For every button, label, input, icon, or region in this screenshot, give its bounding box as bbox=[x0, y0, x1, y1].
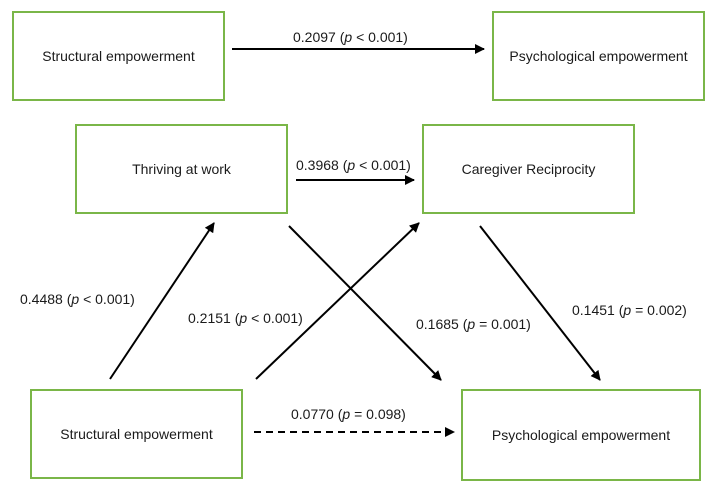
box-caregiver-reciprocity: Caregiver Reciprocity bbox=[422, 124, 635, 214]
coef-value: 0.3968 bbox=[296, 157, 339, 173]
coef-value: 0.0770 bbox=[291, 406, 334, 422]
p-value: = 0.098) bbox=[350, 406, 406, 422]
box-psychological-empowerment-bottom: Psychological empowerment bbox=[461, 389, 701, 481]
box-label: Caregiver Reciprocity bbox=[461, 161, 596, 177]
p-value: < 0.001) bbox=[355, 157, 411, 173]
label-thriving-to-reciprocity: 0.3968 (p < 0.001) bbox=[296, 157, 411, 173]
p-value: = 0.001) bbox=[475, 316, 531, 332]
p-value: = 0.002) bbox=[631, 302, 687, 318]
p-symbol: p bbox=[71, 291, 80, 307]
box-structural-empowerment-top: Structural empowerment bbox=[12, 11, 225, 101]
p-symbol: p bbox=[342, 406, 351, 422]
box-psychological-empowerment-top: Psychological empowerment bbox=[492, 11, 705, 101]
label-total-effect: 0.2097 (p < 0.001) bbox=[293, 29, 408, 45]
box-label: Structural empowerment bbox=[42, 48, 195, 64]
p-symbol: p bbox=[344, 29, 353, 45]
label-se-to-thriving: 0.4488 (p < 0.001) bbox=[20, 291, 135, 307]
box-structural-empowerment-bottom: Structural empowerment bbox=[30, 389, 243, 479]
p-value: < 0.001) bbox=[352, 29, 408, 45]
coef-value: 0.1685 bbox=[416, 316, 459, 332]
label-se-to-reciprocity: 0.2151 (p < 0.001) bbox=[188, 310, 303, 326]
box-label: Thriving at work bbox=[132, 161, 231, 177]
label-thriving-to-pe: 0.1685 (p = 0.001) bbox=[416, 316, 531, 332]
p-symbol: p bbox=[239, 310, 248, 326]
arrow-thriving-to-pe bbox=[288, 225, 442, 381]
coef-value: 0.1451 bbox=[572, 302, 615, 318]
p-symbol: p bbox=[623, 302, 632, 318]
coef-value: 0.2097 bbox=[293, 29, 336, 45]
arrow-reciprocity-to-pe bbox=[479, 225, 601, 381]
box-label: Structural empowerment bbox=[60, 426, 213, 442]
box-label: Psychological empowerment bbox=[491, 427, 671, 443]
p-value: < 0.001) bbox=[247, 310, 303, 326]
arrow-se-to-thriving bbox=[109, 222, 215, 380]
label-direct-effect: 0.0770 (p = 0.098) bbox=[291, 406, 406, 422]
arrow-se-to-reciprocity bbox=[255, 222, 420, 380]
p-symbol: p bbox=[347, 157, 356, 173]
p-symbol: p bbox=[467, 316, 476, 332]
box-thriving-at-work: Thriving at work bbox=[75, 124, 288, 214]
coef-value: 0.4488 bbox=[20, 291, 63, 307]
box-label: Psychological empowerment bbox=[509, 48, 688, 64]
p-value: < 0.001) bbox=[79, 291, 135, 307]
coef-value: 0.2151 bbox=[188, 310, 231, 326]
label-reciprocity-to-pe: 0.1451 (p = 0.002) bbox=[572, 302, 687, 318]
